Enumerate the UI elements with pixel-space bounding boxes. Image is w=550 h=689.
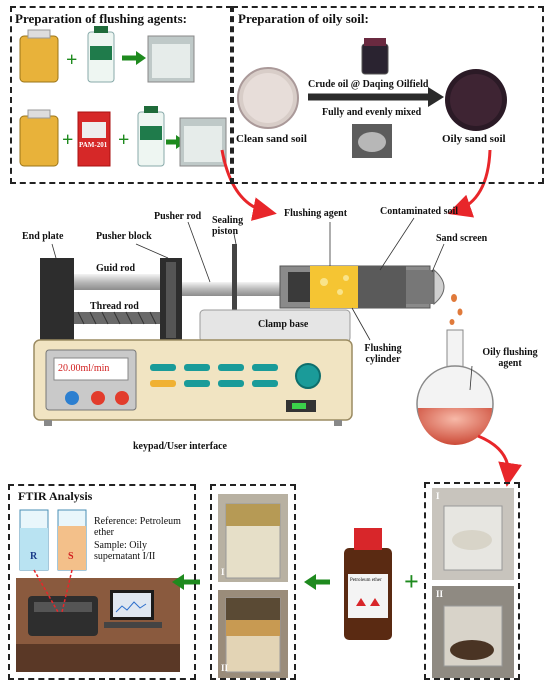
ftir-reference-note: Reference: Petroleum ether	[94, 516, 181, 539]
oily-sand-dish	[445, 69, 507, 131]
ftir-panel	[8, 484, 196, 680]
oily-flushing-agent-label: Oily flushing agent	[482, 347, 538, 369]
sample-label-2: II	[436, 589, 444, 599]
flushing-cylinder-label: Flushing cylinder	[364, 343, 402, 365]
clean-sand-label: Clean sand soil	[236, 133, 307, 145]
red-arrow-left	[220, 149, 277, 221]
beaker-panel	[210, 484, 296, 680]
flushed-sample-photos	[432, 488, 514, 678]
flushing-agent-label: Flushing agent	[284, 208, 348, 219]
crude-oil-label: Crude oil @ Daqing Oilfield	[308, 79, 429, 90]
cuvette-s-label: S	[68, 551, 74, 562]
pam-bottle-label: PAM-201	[79, 141, 108, 149]
svg-text:+: +	[66, 49, 77, 71]
mixer-photo	[352, 124, 392, 158]
oily-soil-panel	[232, 6, 544, 184]
reagent-bottle-label: Petroleum ether	[350, 578, 382, 583]
clamp-base-label: Clamp base	[258, 319, 309, 330]
beaker-photos	[218, 494, 288, 678]
oily-droplets	[449, 294, 463, 325]
svg-text:+: +	[62, 129, 73, 151]
ftir-sample-note: Sample: Oily supernatant I/II	[94, 540, 156, 563]
pusher-rod-label: Pusher rod	[154, 211, 202, 222]
syringe-pump	[33, 244, 445, 426]
oily-soil-title: Preparation of oily soil:	[238, 11, 369, 26]
petroleum-ether-bottle	[344, 528, 392, 640]
ftir-sample-lines	[33, 569, 73, 613]
flushing-agents-title: Preparation of flushing agents:	[15, 11, 188, 26]
guid-rod-label: Guid rod	[96, 263, 135, 274]
flow-rate-display: 20.00ml/min	[58, 363, 110, 374]
sand-screen-label: Sand screen	[436, 233, 488, 244]
red-arrow-right	[447, 149, 492, 218]
leader-lines	[51, 217, 473, 391]
beaker-label-2: II	[221, 663, 229, 673]
cuvette-r-label: R	[30, 551, 38, 562]
pusher-block-label: Pusher block	[96, 231, 152, 242]
clean-sand-dish	[237, 67, 299, 129]
ftir-title: FTIR Analysis	[18, 489, 93, 503]
flushing-agent-prep-row-2: + +	[19, 106, 227, 167]
end-plate-label: End plate	[22, 231, 64, 242]
contaminated-soil-label: Contaminated soil	[380, 206, 459, 217]
flushing-agent-prep-row-1: +	[19, 26, 195, 83]
red-arrow-down	[477, 434, 522, 487]
flushing-agents-panel	[10, 6, 232, 184]
mixing-label: Fully and evenly mixed	[322, 107, 422, 118]
crude-oil-jar	[361, 38, 389, 75]
green-arrowhead-1	[172, 574, 184, 590]
sealing-piston-label: Sealing piston	[212, 215, 244, 237]
plus-sign: +	[404, 567, 419, 596]
round-bottom-flask	[416, 329, 494, 445]
flushed-sample-panel	[424, 482, 520, 680]
green-arrowhead-2	[304, 574, 316, 590]
ftir-instrument	[16, 578, 180, 672]
svg-text:+: +	[118, 129, 129, 151]
keypad-label: keypad/User interface	[133, 441, 227, 452]
beaker-label-1: I	[221, 567, 225, 577]
oily-sand-label: Oily sand soil	[442, 133, 506, 145]
thread-rod-label: Thread rod	[90, 301, 139, 312]
mixing-arrow-head	[428, 87, 444, 107]
sample-label-1: I	[436, 491, 440, 501]
